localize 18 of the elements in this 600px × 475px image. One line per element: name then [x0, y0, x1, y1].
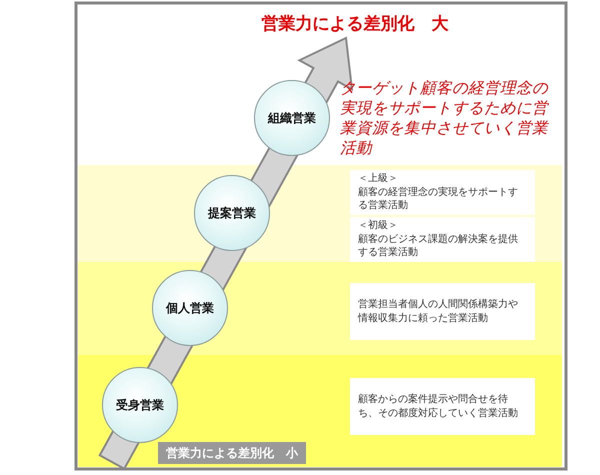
description-text: 営業担当者個人の人間関係構築力や情報収集力に頼った営業活動	[358, 298, 519, 325]
description-text: 顧客からの案件提示や問合せを待ち、その都度対応していく営業活動	[358, 393, 519, 420]
scale-label: 営業力による差別化 小	[166, 444, 298, 462]
description-card	[350, 217, 535, 262]
stage-name: 提案営業	[208, 204, 256, 222]
description-text: 顧客の経営理念の実現をサポートする営業活動	[358, 186, 519, 213]
stage-name: 組織営業	[268, 110, 316, 126]
description-text: 顧客のビジネス課題の解決案を提供する営業活動	[358, 232, 519, 260]
description-card	[350, 170, 535, 215]
title: 営業力による差別化 大	[260, 13, 450, 35]
description-card	[350, 283, 535, 340]
annotation-text: ターゲット顧客の経営理念の実現をサポートするために営業資源を集中させていく営業活動	[340, 78, 550, 159]
description-card	[350, 378, 535, 435]
description-text: ＜初級＞	[358, 219, 399, 233]
stage-name: 個人営業	[166, 300, 214, 316]
scale-label-box	[158, 442, 306, 464]
description-text: ＜上級＞	[358, 172, 399, 186]
stage-name: 受身営業	[116, 396, 164, 414]
